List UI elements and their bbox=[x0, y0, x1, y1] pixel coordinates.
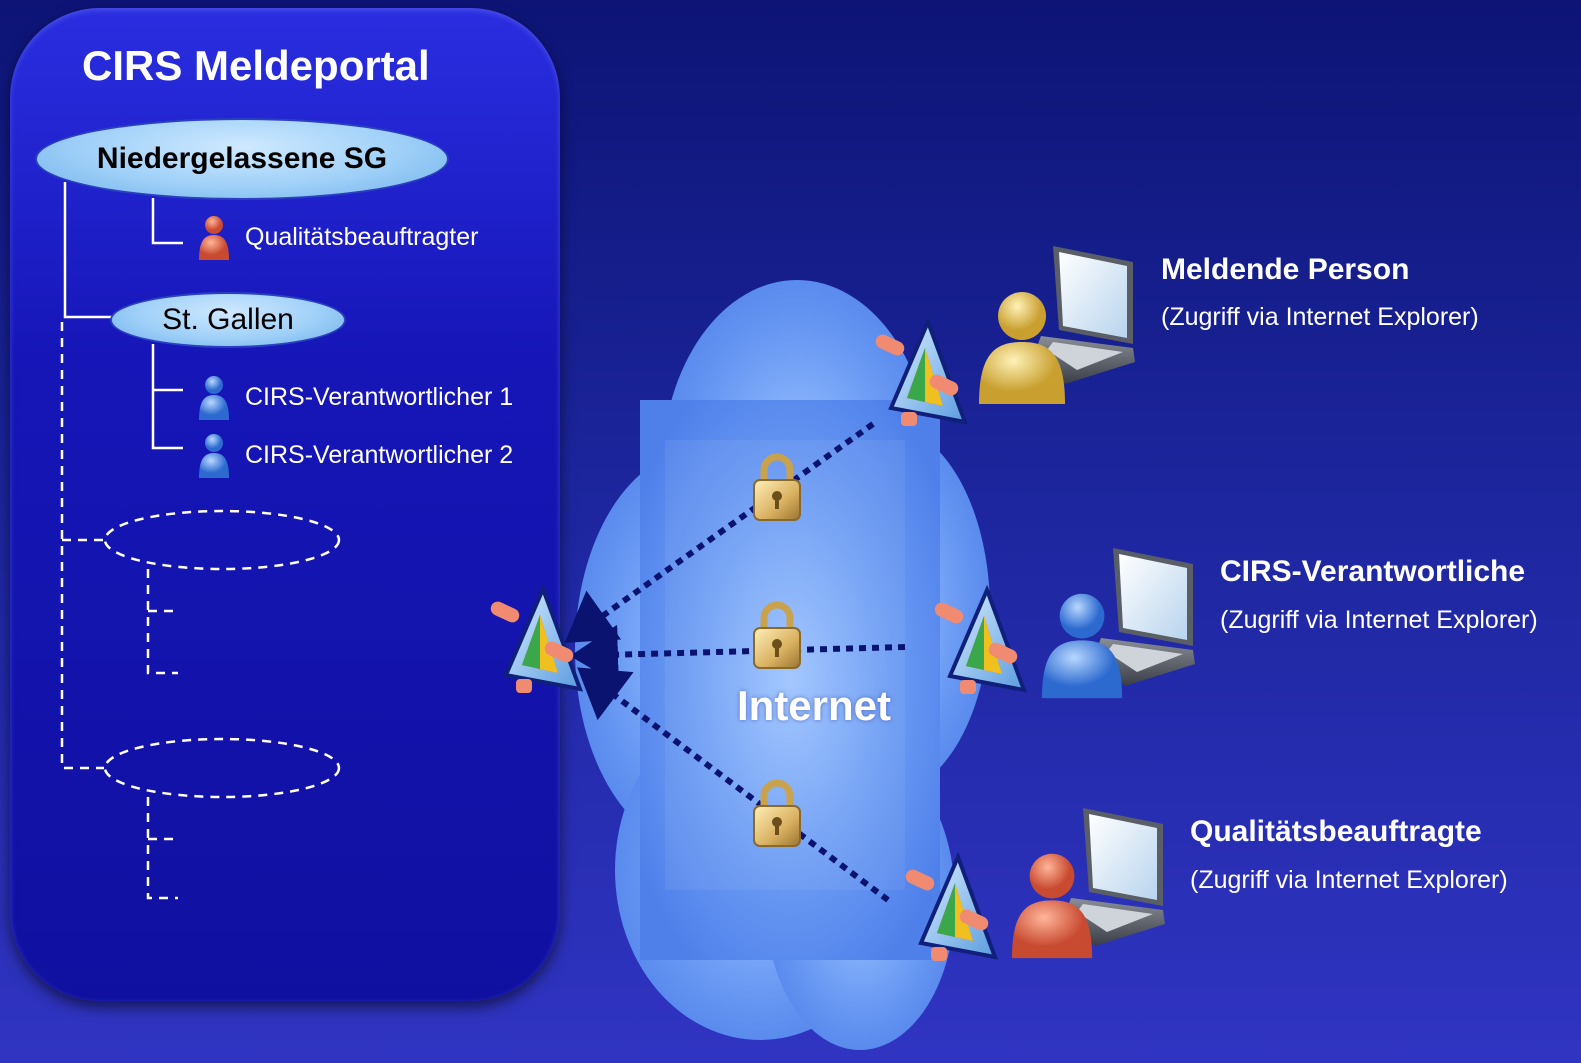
internet-label: Internet bbox=[737, 682, 892, 729]
organization-member-label: Qualitätsbeauftragter bbox=[245, 223, 479, 251]
person-blue-icon bbox=[199, 434, 229, 478]
person-orange-icon bbox=[1011, 853, 1093, 959]
region-member-label-2: CIRS-Verantwortlicher 2 bbox=[245, 441, 514, 469]
region-node: St. Gallen bbox=[110, 292, 346, 348]
tree-connectors bbox=[60, 182, 341, 900]
portal-title: CIRS Meldeportal bbox=[82, 42, 430, 89]
padlock-icon bbox=[753, 779, 801, 847]
client-title-3: Qualitätsbeauftragte bbox=[1190, 815, 1482, 848]
client-subtitle-3: (Zugriff via Internet Explorer) bbox=[1190, 866, 1508, 894]
client-title-2: CIRS-Verantwortliche bbox=[1220, 555, 1526, 588]
client-subtitle-1: (Zugriff via Internet Explorer) bbox=[1161, 303, 1479, 331]
organization-node: Niedergelassene SG bbox=[35, 118, 449, 200]
region-member-label-1: CIRS-Verantwortlicher 1 bbox=[245, 383, 514, 411]
person-blue-icon bbox=[199, 376, 229, 420]
client-subtitle-2: (Zugriff via Internet Explorer) bbox=[1220, 606, 1538, 634]
firewall-icon bbox=[934, 584, 1028, 694]
client-title-1: Meldende Person bbox=[1161, 253, 1410, 286]
person-blue-icon bbox=[1041, 593, 1123, 699]
padlock-icon bbox=[753, 453, 801, 521]
laptop-icon bbox=[1035, 246, 1135, 384]
person-yellow-icon bbox=[979, 292, 1065, 404]
firewall-icon bbox=[905, 851, 999, 961]
firewall-icon bbox=[490, 583, 584, 693]
firewall-icon bbox=[875, 316, 969, 426]
padlock-icon bbox=[753, 601, 801, 669]
person-orange-icon bbox=[199, 216, 229, 260]
